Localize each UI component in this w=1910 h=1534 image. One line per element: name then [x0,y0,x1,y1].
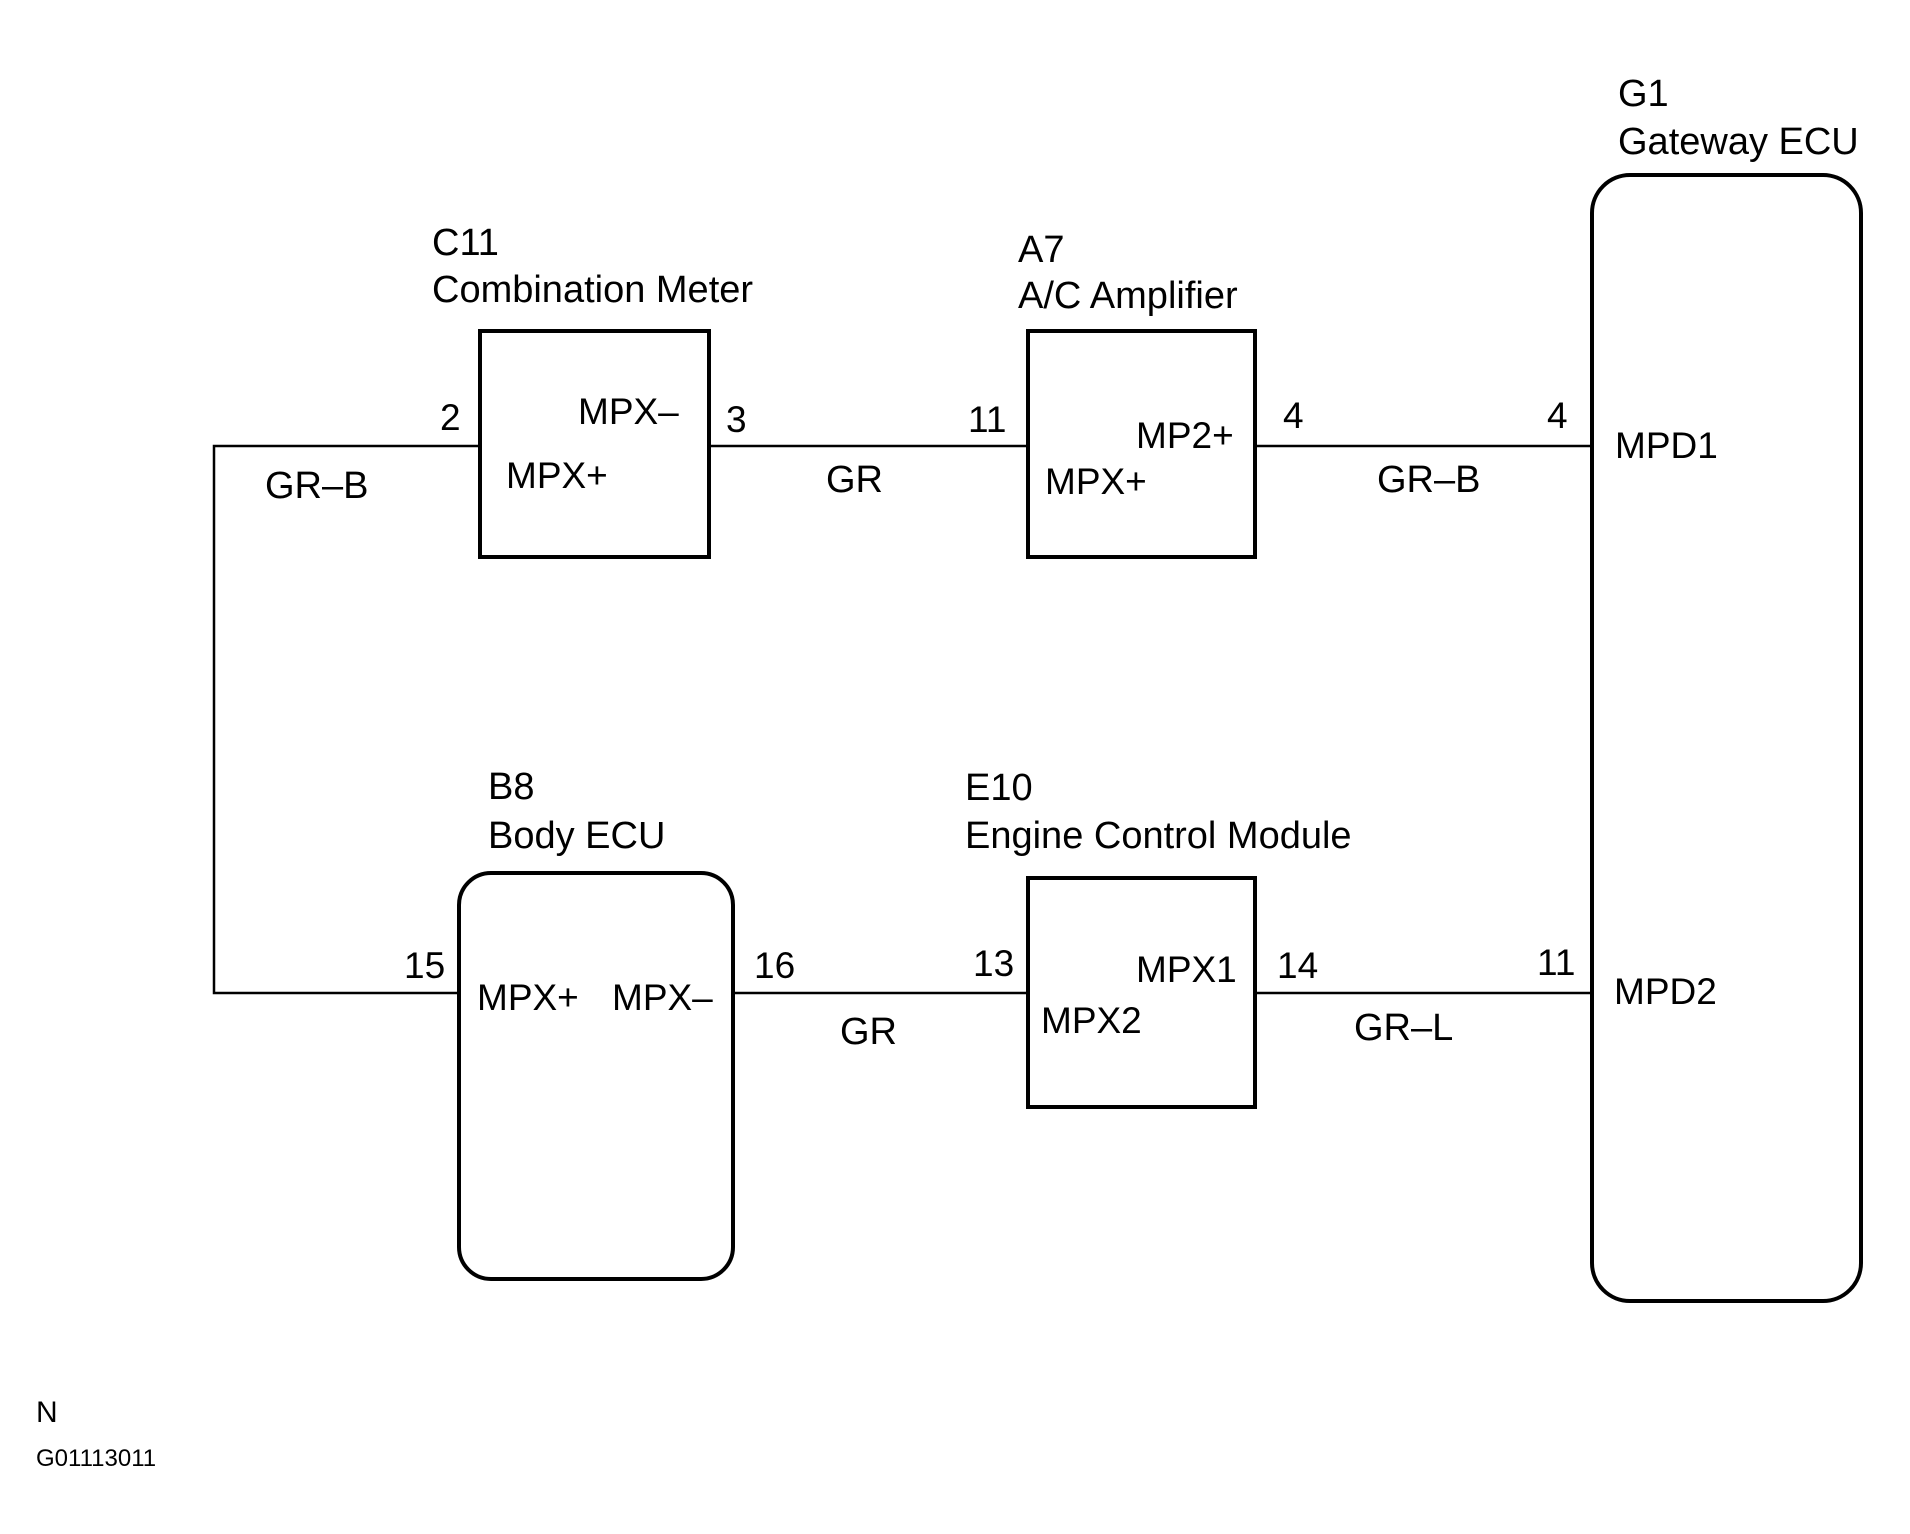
wire-label-c11-a7: GR [826,459,883,501]
b8-name: Body ECU [488,815,665,857]
b8-pin-16: 16 [754,945,795,986]
wires [212,444,1592,995]
g1-code: G1 [1618,73,1669,115]
c11-code: C11 [432,222,499,264]
e10-name: Engine Control Module [965,815,1352,857]
a7-pin-4: 4 [1283,395,1304,436]
a7-name: A/C Amplifier [1018,275,1238,317]
b8-code: B8 [488,766,534,808]
c11-signal-mpx-plus: MPX+ [506,455,608,496]
e10-signal-mpx1: MPX1 [1136,949,1237,990]
g1-name: Gateway ECU [1618,121,1859,163]
g1-pin-4: 4 [1547,395,1568,436]
g1-signal-mpd1: MPD1 [1615,425,1718,466]
g1-box [1590,173,1863,1303]
e10-pin-13: 13 [973,943,1014,984]
g1-signal-mpd2: MPD2 [1614,971,1717,1012]
b8-pin-15: 15 [404,945,445,986]
e10-box [1026,876,1257,1109]
north-mark: N [36,1396,58,1429]
g1-pin-11: 11 [1537,942,1575,983]
component-c11: C11 Combination Meter 2 3 MPX+ MPX– [432,222,753,559]
wire-label-e10-g1: GR–L [1354,1007,1453,1049]
component-a7: A7 A/C Amplifier 11 4 MPX+ MP2+ [968,229,1304,559]
c11-signal-mpx-minus: MPX– [578,391,679,432]
wire-b8-c11 [212,444,480,995]
a7-code: A7 [1018,229,1064,271]
a7-box [1026,329,1257,559]
a7-pin-11: 11 [968,399,1006,440]
c11-pin-3: 3 [726,399,747,440]
a7-signal-mpx-plus: MPX+ [1045,461,1147,502]
component-e10: E10 Engine Control Module 13 14 MPX2 MPX… [965,767,1352,1109]
e10-signal-mpx2: MPX2 [1041,1000,1142,1041]
e10-pin-14: 14 [1277,945,1318,986]
e10-code: E10 [965,767,1033,809]
b8-signal-mpx-minus: MPX– [612,977,713,1018]
c11-box [478,329,711,559]
wire-label-a7-g1: GR–B [1377,459,1480,501]
component-b8: B8 Body ECU 15 16 MPX+ MPX– [404,766,795,1281]
component-g1: G1 Gateway ECU 4 11 MPD1 MPD2 [1537,73,1863,1303]
c11-pin-2: 2 [440,397,461,438]
b8-signal-mpx-plus: MPX+ [477,977,579,1018]
a7-signal-mp2-plus: MP2+ [1136,415,1234,456]
c11-name: Combination Meter [432,269,753,311]
wire-label-b8-c11: GR–B [265,465,368,507]
figure-id: G01113011 [36,1445,156,1472]
wire-label-b8-e10: GR [840,1011,897,1053]
b8-box [457,871,735,1281]
